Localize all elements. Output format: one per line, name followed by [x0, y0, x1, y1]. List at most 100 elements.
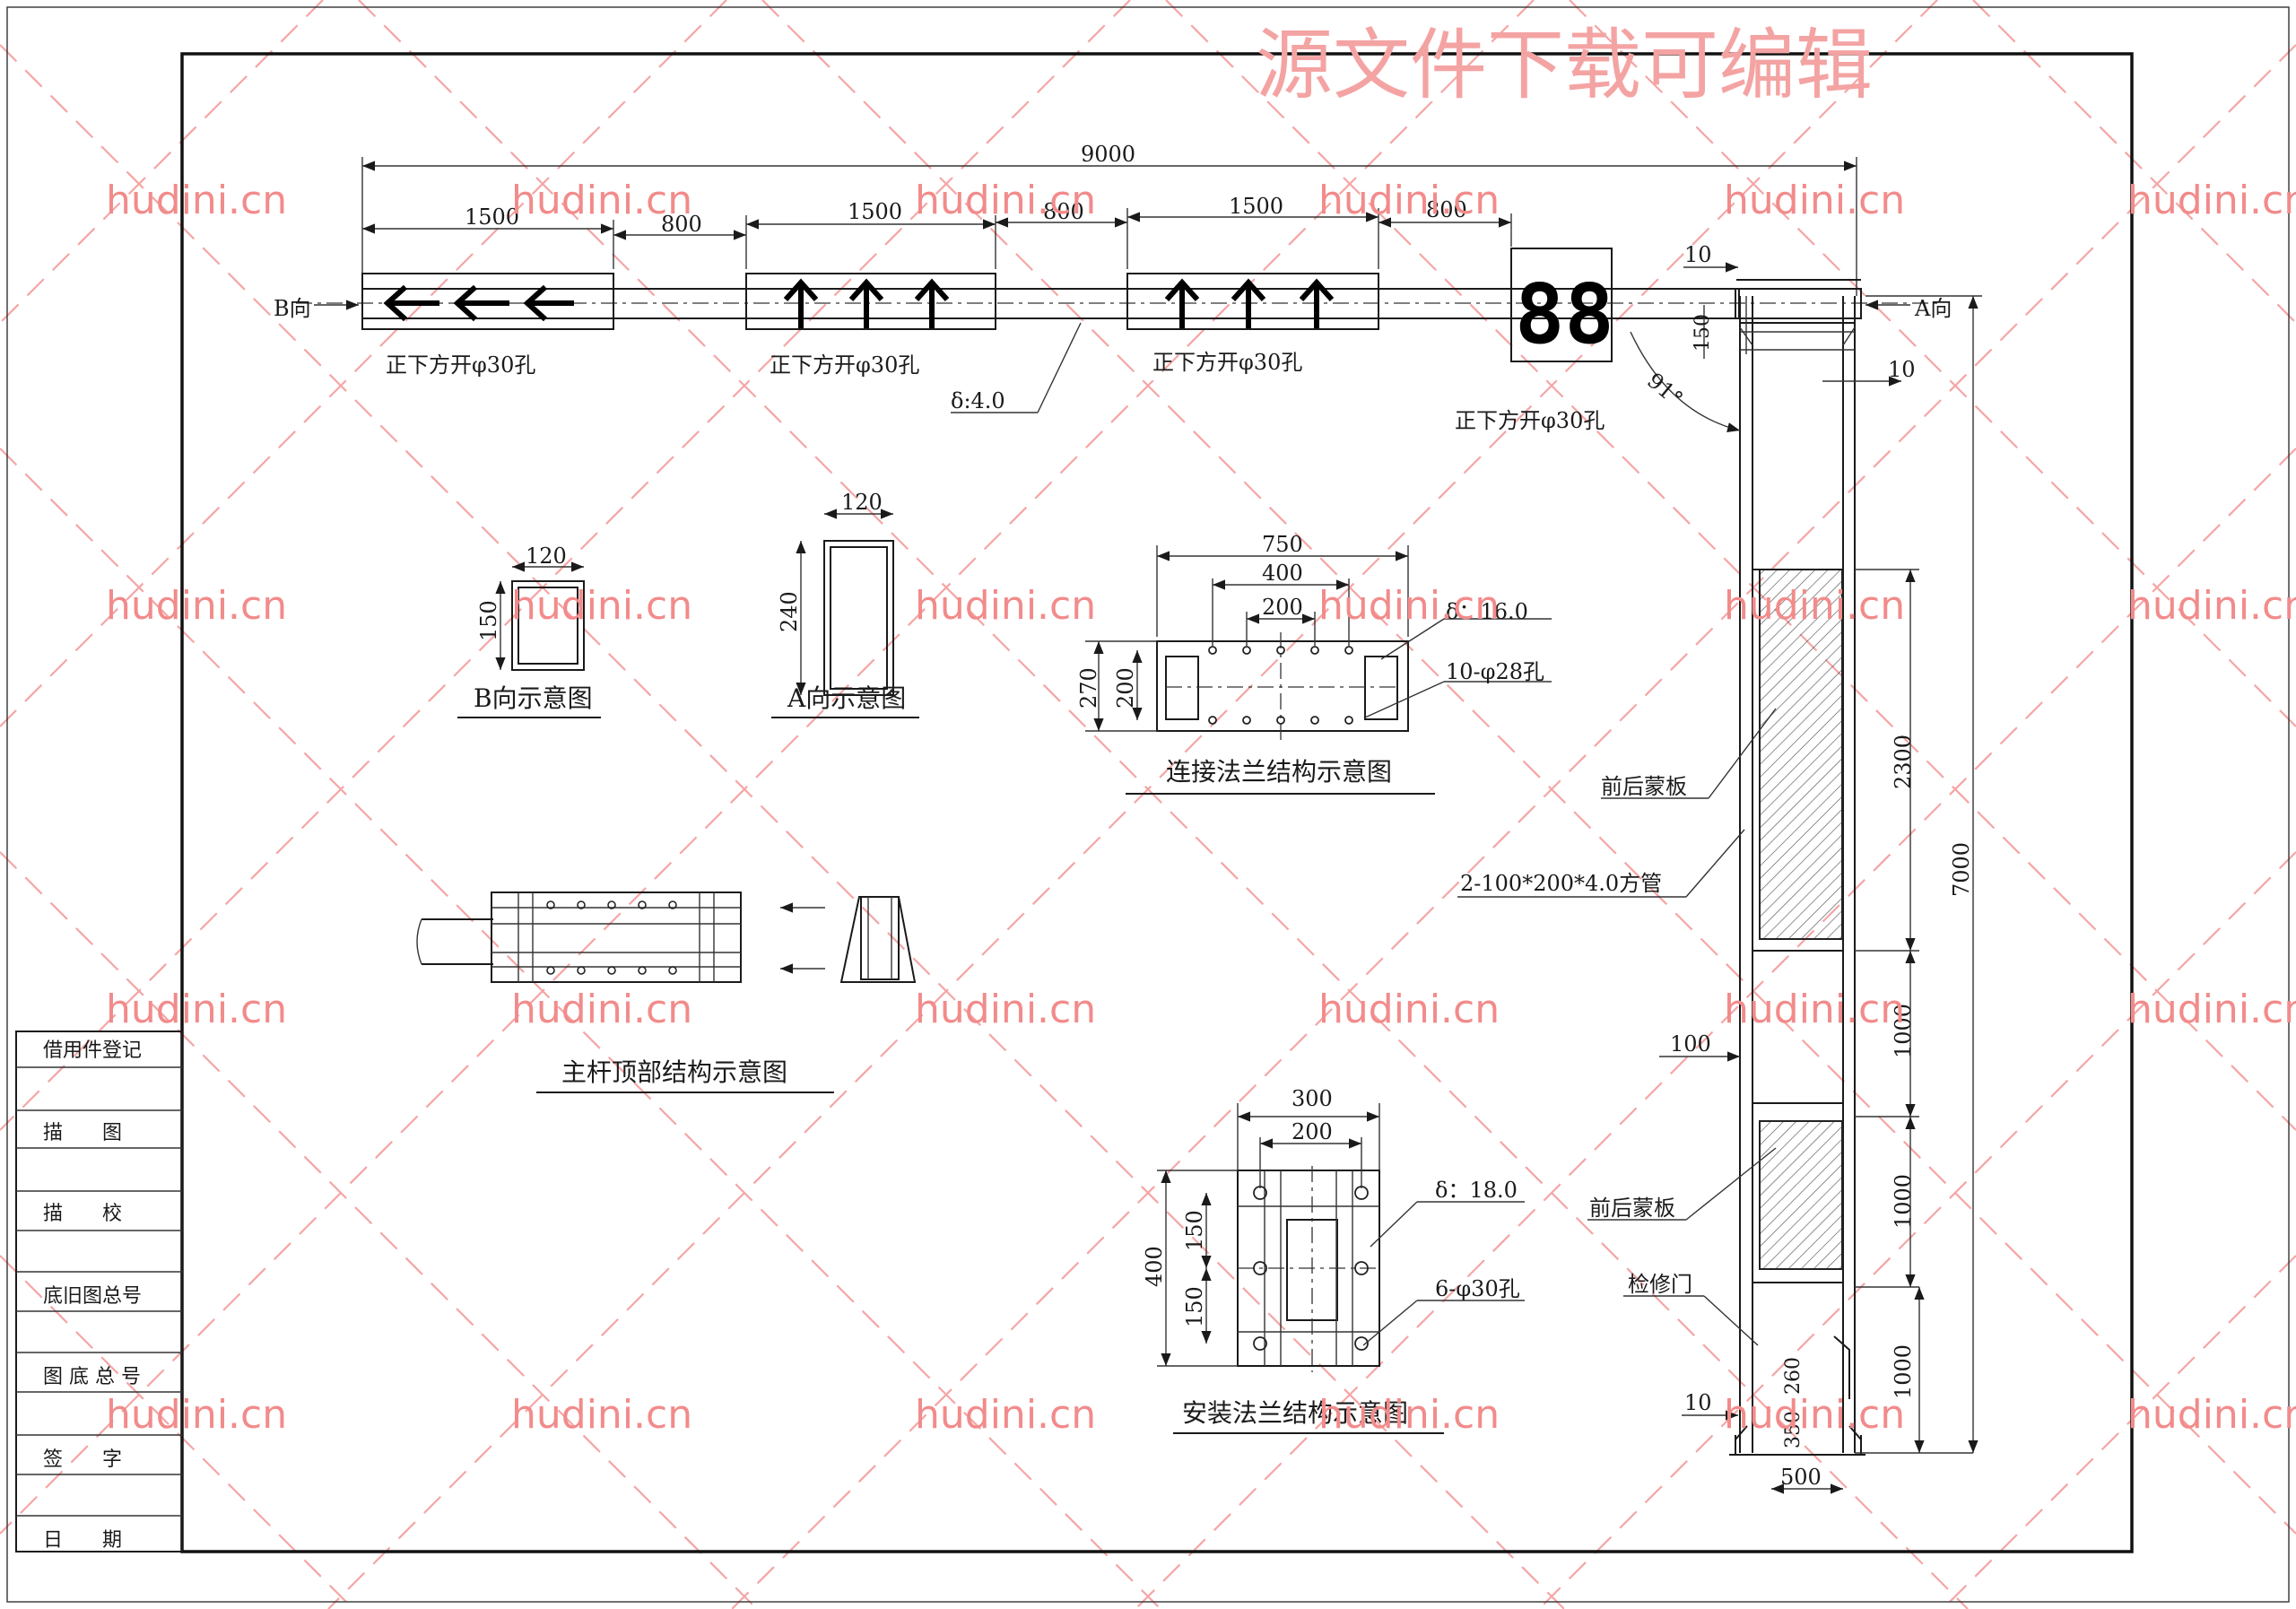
up-arrow-icon [783, 278, 950, 328]
watermark-site: hudini.cn [511, 583, 692, 629]
watermark-site: hudini.cn [1318, 1392, 1500, 1438]
connection-flange: 750 400 200 270 200 δ：16.0 10-φ28孔 连接法兰结… [1076, 532, 1552, 795]
install-w-200: 200 [1292, 1119, 1333, 1144]
hole-note: 正下方开φ30孔 [386, 352, 535, 378]
title-row: 借用件登记 [43, 1039, 142, 1062]
title-row: 描 校 [43, 1203, 122, 1225]
watermark-site: hudini.cn [915, 583, 1096, 629]
title-row: 描 图 [43, 1122, 122, 1144]
cross-arm: B向 A向 [274, 248, 1952, 433]
tube-label: 2-100*200*4.0方管 [1460, 871, 1662, 896]
dim-total: 9000 [1081, 142, 1135, 167]
flange-holes [1208, 646, 1353, 725]
dim-sign1: 1500 [465, 204, 519, 230]
countdown-digits: 88 [1515, 266, 1614, 362]
watermark-site: hudini.cn [1724, 987, 1905, 1032]
watermark-site: hudini.cn [915, 987, 1096, 1032]
watermark-site: hudini.cn [2127, 178, 2296, 223]
watermark-site: hudini.cn [2127, 1392, 2296, 1438]
watermark-site: hudini.cn [511, 178, 692, 223]
title-row: 日 期 [43, 1529, 122, 1552]
watermark-site: hudini.cn [1318, 583, 1500, 629]
arm-thickness: δ:4.0 [951, 388, 1005, 413]
drawing-frame [6, 6, 2290, 1603]
b-direction-label: B向 [274, 296, 311, 321]
flange-thickness: δ：16.0 [1446, 599, 1528, 624]
watermark-site: hudini.cn [1318, 178, 1500, 223]
a-view-width: 120 [841, 490, 883, 515]
dim-gap3: 800 [1426, 197, 1467, 222]
sign-left-arrows [361, 273, 614, 330]
dim-260: 260 [1782, 1357, 1805, 1395]
dim-1000-b: 1000 [1891, 1174, 1916, 1229]
watermark-site: hudini.cn [511, 1392, 692, 1438]
flange-w-200: 200 [1262, 595, 1303, 620]
dim-sign3: 1500 [1229, 194, 1283, 219]
title-row: 图 底 总 号 [43, 1366, 141, 1388]
dim-150-arm: 150 [1692, 314, 1714, 352]
front-back-panel-upper [1759, 569, 1843, 940]
watermark-site: hudini.cn [1724, 583, 1905, 629]
panel-label-upper: 前后蒙板 [1601, 774, 1687, 799]
watermark-site: hudini.cn [915, 1392, 1096, 1438]
watermark-site: hudini.cn [511, 987, 692, 1032]
flange-h-200: 200 [1113, 667, 1138, 709]
flange-w-400: 400 [1262, 561, 1303, 586]
install-thickness: δ：18.0 [1435, 1178, 1518, 1203]
dim-7000: 7000 [1949, 842, 1974, 897]
a-view: 120 240 A向示意图 [771, 490, 919, 718]
door-label: 检修门 [1628, 1272, 1692, 1297]
dim-sign2: 1500 [848, 199, 902, 224]
dim-gap2: 800 [1043, 199, 1084, 224]
title-block: 借用件登记 描 图 描 校 底旧图总号 图 底 总 号 签 字 日 期 [15, 1031, 183, 1552]
up-arrow-icon [1164, 278, 1335, 328]
dim-10-top: 10 [1684, 242, 1712, 267]
a-view-title: A向示意图 [787, 683, 906, 713]
sign-up-arrows-2 [1126, 273, 1379, 330]
dim-gap1: 800 [661, 212, 702, 237]
watermark-banner: 源文件下载可编辑 [1256, 21, 1873, 110]
watermark-site: hudini.cn [2127, 583, 2296, 629]
b-view-width: 120 [526, 544, 567, 569]
dim-350: 350 [1782, 1411, 1805, 1448]
pole-top-title: 主杆顶部结构示意图 [561, 1057, 787, 1087]
front-back-panel-lower [1759, 1120, 1843, 1270]
a-view-height: 240 [777, 591, 802, 632]
install-w-300: 300 [1292, 1086, 1333, 1111]
watermark-site: hudini.cn [106, 1392, 287, 1438]
left-arrow-icon [383, 284, 574, 322]
watermark-site: hudini.cn [106, 583, 287, 629]
a-direction-label: A向 [1914, 296, 1952, 321]
watermark-site: hudini.cn [915, 178, 1096, 223]
watermark-site: hudini.cn [106, 178, 287, 223]
countdown-display: 88 [1510, 248, 1614, 362]
hole-note: 正下方开φ30孔 [1455, 408, 1605, 433]
panel-label-lower: 前后蒙板 [1589, 1196, 1675, 1221]
dim-angle: 91° [1642, 368, 1688, 412]
dim-500: 500 [1780, 1465, 1822, 1490]
hole-note: 正下方开φ30孔 [1152, 350, 1302, 375]
installation-flange: 300 200 400 150 150 δ：18.0 6-φ30孔 安装法兰结构… [1142, 1086, 1525, 1434]
install-holes-note: 6-φ30孔 [1435, 1276, 1520, 1301]
install-h-150b: 150 [1182, 1286, 1207, 1327]
watermark-text: 源文件下载可编辑 hudini.cn hudini.cn hudini.cn h… [106, 21, 2296, 1438]
dim-2300: 2300 [1891, 735, 1916, 789]
dim-100: 100 [1670, 1031, 1711, 1057]
flange-w-750: 750 [1262, 532, 1303, 557]
install-h-150a: 150 [1182, 1210, 1207, 1251]
install-h-400: 400 [1142, 1246, 1167, 1287]
install-flange-title: 安装法兰结构示意图 [1182, 1398, 1408, 1428]
dim-10-right: 10 [1888, 357, 1916, 382]
connect-flange-title: 连接法兰结构示意图 [1166, 757, 1392, 787]
flange-holes-note: 10-φ28孔 [1446, 659, 1544, 684]
b-view: 120 150 B向示意图 [457, 544, 601, 718]
dim-10-bottom: 10 [1684, 1390, 1712, 1415]
title-row: 底旧图总号 [43, 1285, 142, 1308]
watermark-site: hudini.cn [1318, 987, 1500, 1032]
hole-note: 正下方开φ30孔 [770, 352, 919, 378]
title-row: 签 字 [43, 1448, 122, 1471]
flange-h-270: 270 [1076, 667, 1101, 709]
dim-1000-c: 1000 [1891, 1344, 1916, 1399]
